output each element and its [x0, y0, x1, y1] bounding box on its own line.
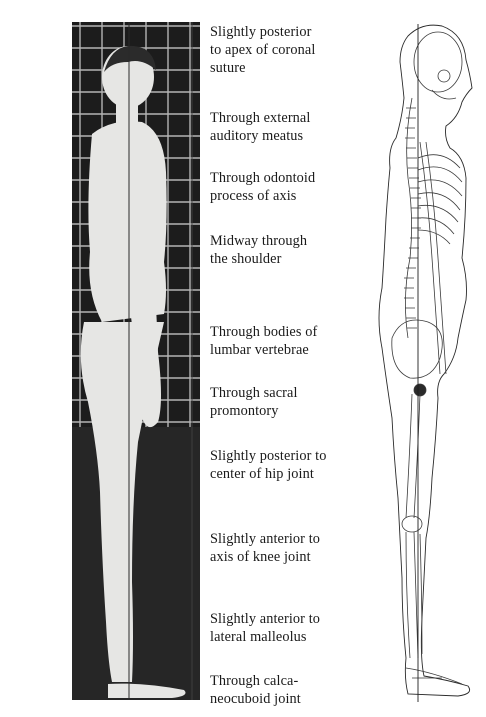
- plumb-line-labels: Slightly posterior to apex of coronal su…: [210, 0, 368, 717]
- posture-photograph: [72, 22, 200, 700]
- label-knee-joint: Slightly anterior to axis of knee joint: [210, 530, 368, 566]
- label-odontoid-process: Through odontoid process of axis: [210, 169, 368, 205]
- floor-area: [72, 427, 200, 700]
- body-outline: [379, 25, 472, 696]
- label-lumbar-vertebrae: Through bodies of lumbar vertebrae: [210, 323, 368, 359]
- label-calcaneocuboid-joint: Through calca- neocuboid joint: [210, 672, 368, 708]
- label-shoulder: Midway through the shoulder: [210, 232, 368, 268]
- label-external-auditory-meatus: Through external auditory meatus: [210, 109, 368, 145]
- label-sacral-promontory: Through sacral promontory: [210, 384, 368, 420]
- skeleton-figure: [362, 18, 486, 708]
- label-coronal-suture: Slightly posterior to apex of coronal su…: [210, 23, 368, 77]
- label-hip-joint: Slightly posterior to center of hip join…: [210, 447, 368, 483]
- skeleton-drawing: [362, 18, 486, 708]
- photograph-drawing: [72, 22, 200, 700]
- label-lateral-malleolus: Slightly anterior to lateral malleolus: [210, 610, 368, 646]
